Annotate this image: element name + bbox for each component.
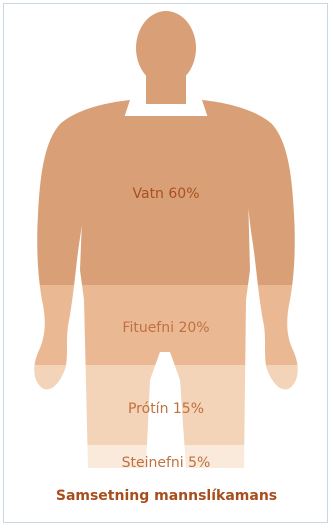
segment-water-band <box>0 0 333 285</box>
segment-minerals-label: Steinefni 5% <box>122 455 211 471</box>
segment-protein-label: Prótín 15% <box>128 401 204 417</box>
segment-fat-label: Fituefni 20% <box>122 320 209 336</box>
segment-water-label: Vatn 60% <box>133 186 200 202</box>
figure-title: Samsetning mannslíkamans <box>0 488 333 504</box>
